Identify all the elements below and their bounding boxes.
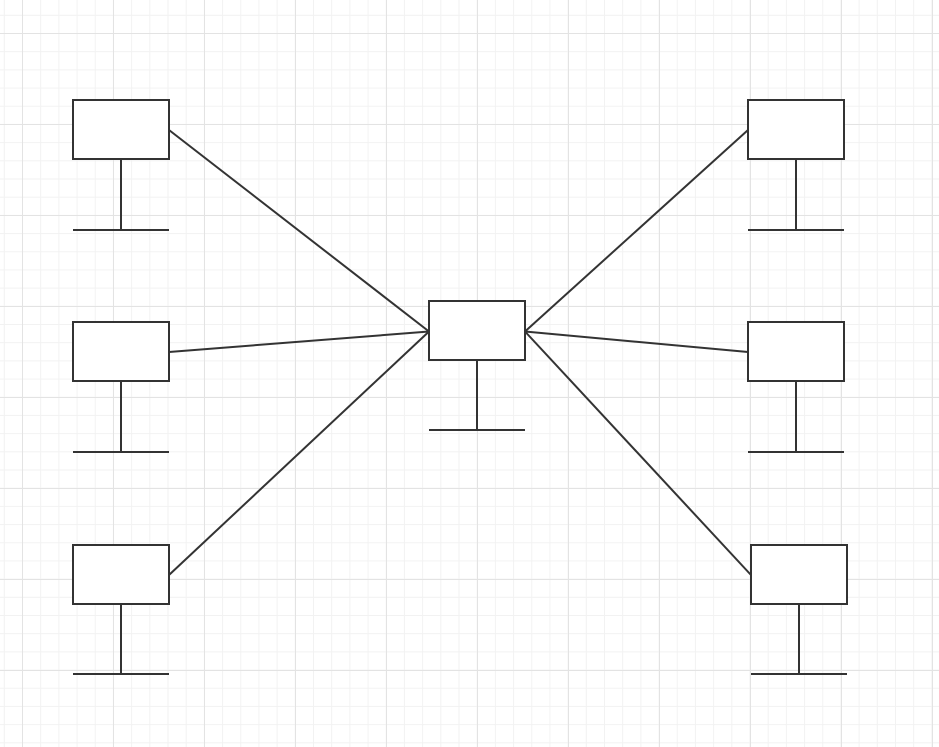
link-center-node-to-right-middle-node[interactable] xyxy=(524,330,749,353)
link-center-node-to-left-bottom-node[interactable] xyxy=(168,330,430,576)
right-bottom-node[interactable] xyxy=(750,544,848,675)
center-node-box[interactable] xyxy=(428,300,526,361)
right-top-node-box[interactable] xyxy=(747,99,845,160)
left-top-node[interactable] xyxy=(72,99,170,231)
link-center-node-to-left-top-node[interactable] xyxy=(168,129,430,333)
link-center-node-to-left-middle-node[interactable] xyxy=(168,330,430,353)
left-middle-node-box[interactable] xyxy=(72,321,170,382)
left-top-node-box[interactable] xyxy=(72,99,170,160)
right-top-node[interactable] xyxy=(747,99,845,231)
right-middle-node[interactable] xyxy=(747,321,845,453)
left-middle-node[interactable] xyxy=(72,321,170,453)
left-bottom-node-box[interactable] xyxy=(72,544,170,605)
nodes-layer xyxy=(72,99,848,675)
link-center-node-to-right-top-node[interactable] xyxy=(524,129,749,333)
center-node[interactable] xyxy=(428,300,526,431)
right-middle-node-box[interactable] xyxy=(747,321,845,382)
right-bottom-node-box[interactable] xyxy=(750,544,848,605)
link-center-node-to-right-bottom-node[interactable] xyxy=(524,330,752,576)
left-bottom-node[interactable] xyxy=(72,544,170,675)
links-layer xyxy=(168,129,752,576)
